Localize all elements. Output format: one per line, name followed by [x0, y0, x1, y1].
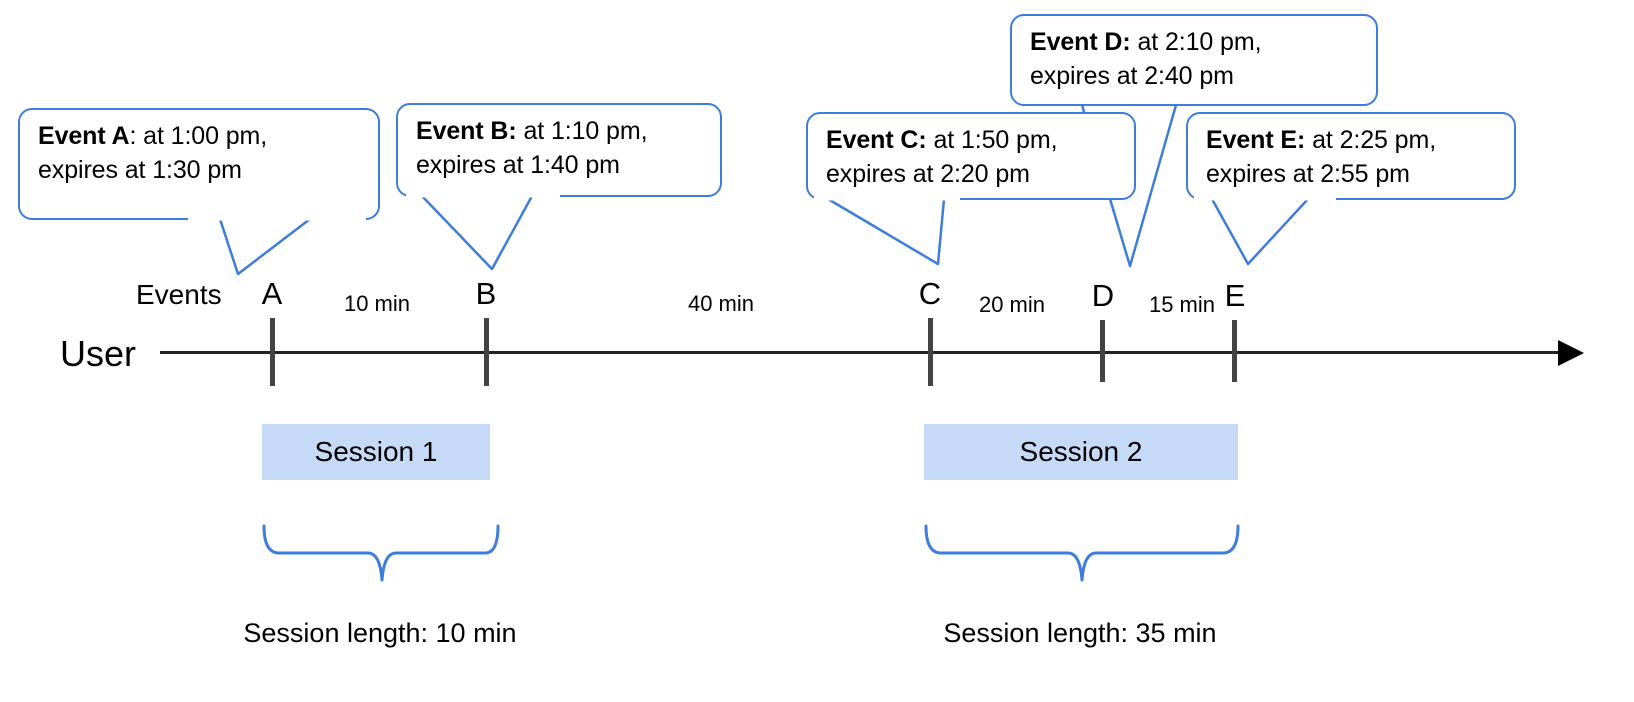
callout-b-rest: at 1:10 pm, — [516, 117, 648, 145]
session-bar-1: Session 1 — [262, 424, 490, 480]
gap-label-a-b: 10 min — [343, 291, 411, 316]
callout-event-b: Event B: at 1:10 pm, expires at 1:40 pm — [396, 103, 722, 197]
tick-event-b — [484, 318, 489, 386]
callout-b-text: Event B: at 1:10 pm, expires at 1:40 pm — [416, 117, 648, 179]
callout-e-bold: Event E: — [1206, 126, 1306, 154]
session-2-length-label: Session length: 35 min — [943, 618, 1217, 648]
tick-label-c: C — [918, 276, 942, 311]
gap-label-c-d: 20 min — [978, 292, 1046, 317]
callout-d-rest: at 2:10 pm, — [1130, 28, 1262, 56]
callout-event-c: Event C: at 1:50 pm, expires at 2:20 pm — [806, 112, 1136, 200]
callout-b-line2: expires at 1:40 pm — [416, 150, 620, 179]
tick-label-a: A — [261, 276, 283, 311]
callout-event-d: Event D: at 2:10 pm, expires at 2:40 pm — [1010, 14, 1378, 106]
session-1-brace — [262, 524, 500, 582]
callout-e-line2: expires at 2:55 pm — [1206, 159, 1410, 188]
tick-event-c — [928, 318, 933, 386]
callout-b-tail — [406, 192, 560, 271]
timeline-axis-arrow-icon — [1558, 340, 1584, 366]
callout-a-text: Event A: at 1:00 pm, expires at 1:30 pm — [38, 122, 267, 184]
session-2-label: Session 2 — [1019, 436, 1143, 467]
callout-event-a: Event A: at 1:00 pm, expires at 1:30 pm — [18, 108, 380, 220]
callout-c-rest: at 1:50 pm, — [926, 126, 1058, 154]
callout-a-line2: expires at 1:30 pm — [38, 155, 242, 184]
lane-label-user: User — [60, 333, 137, 374]
callout-d-line2: expires at 2:40 pm — [1030, 61, 1234, 90]
callout-c-tail — [814, 195, 960, 266]
session-1-label: Session 1 — [314, 436, 438, 467]
callout-c-bold: Event C: — [826, 126, 927, 154]
callout-a-tail — [188, 215, 366, 276]
callout-c-text: Event C: at 1:50 pm, expires at 2:20 pm — [826, 126, 1058, 188]
gap-label-d-e: 15 min — [1148, 292, 1216, 317]
tick-label-b: B — [475, 276, 497, 311]
events-row-label: Events — [136, 279, 222, 310]
callout-a-bold: Event A — [38, 122, 130, 150]
tick-event-e — [1232, 320, 1237, 382]
gap-label-b-c: 40 min — [687, 291, 755, 316]
tick-label-e: E — [1224, 278, 1246, 313]
session-1-length-label: Session length: 10 min — [243, 618, 517, 648]
callout-event-e: Event E: at 2:25 pm, expires at 2:55 pm — [1186, 112, 1516, 200]
tick-event-a — [270, 318, 275, 386]
tick-event-d — [1100, 320, 1105, 382]
callout-a-rest: : at 1:00 pm, — [129, 122, 268, 150]
callout-b-bold: Event B: — [416, 117, 517, 145]
callout-c-line2: expires at 2:20 pm — [826, 159, 1030, 188]
tick-label-d: D — [1091, 278, 1115, 313]
callout-e-text: Event E: at 2:25 pm, expires at 2:55 pm — [1206, 126, 1436, 188]
session-2-brace — [924, 524, 1240, 582]
callout-d-bold: Event D: — [1030, 28, 1131, 56]
callout-d-text: Event D: at 2:10 pm, expires at 2:40 pm — [1030, 28, 1262, 90]
timeline-axis — [160, 351, 1564, 354]
session-bar-2: Session 2 — [924, 424, 1238, 480]
callout-e-tail — [1194, 195, 1336, 266]
callout-e-rest: at 2:25 pm, — [1305, 126, 1437, 154]
